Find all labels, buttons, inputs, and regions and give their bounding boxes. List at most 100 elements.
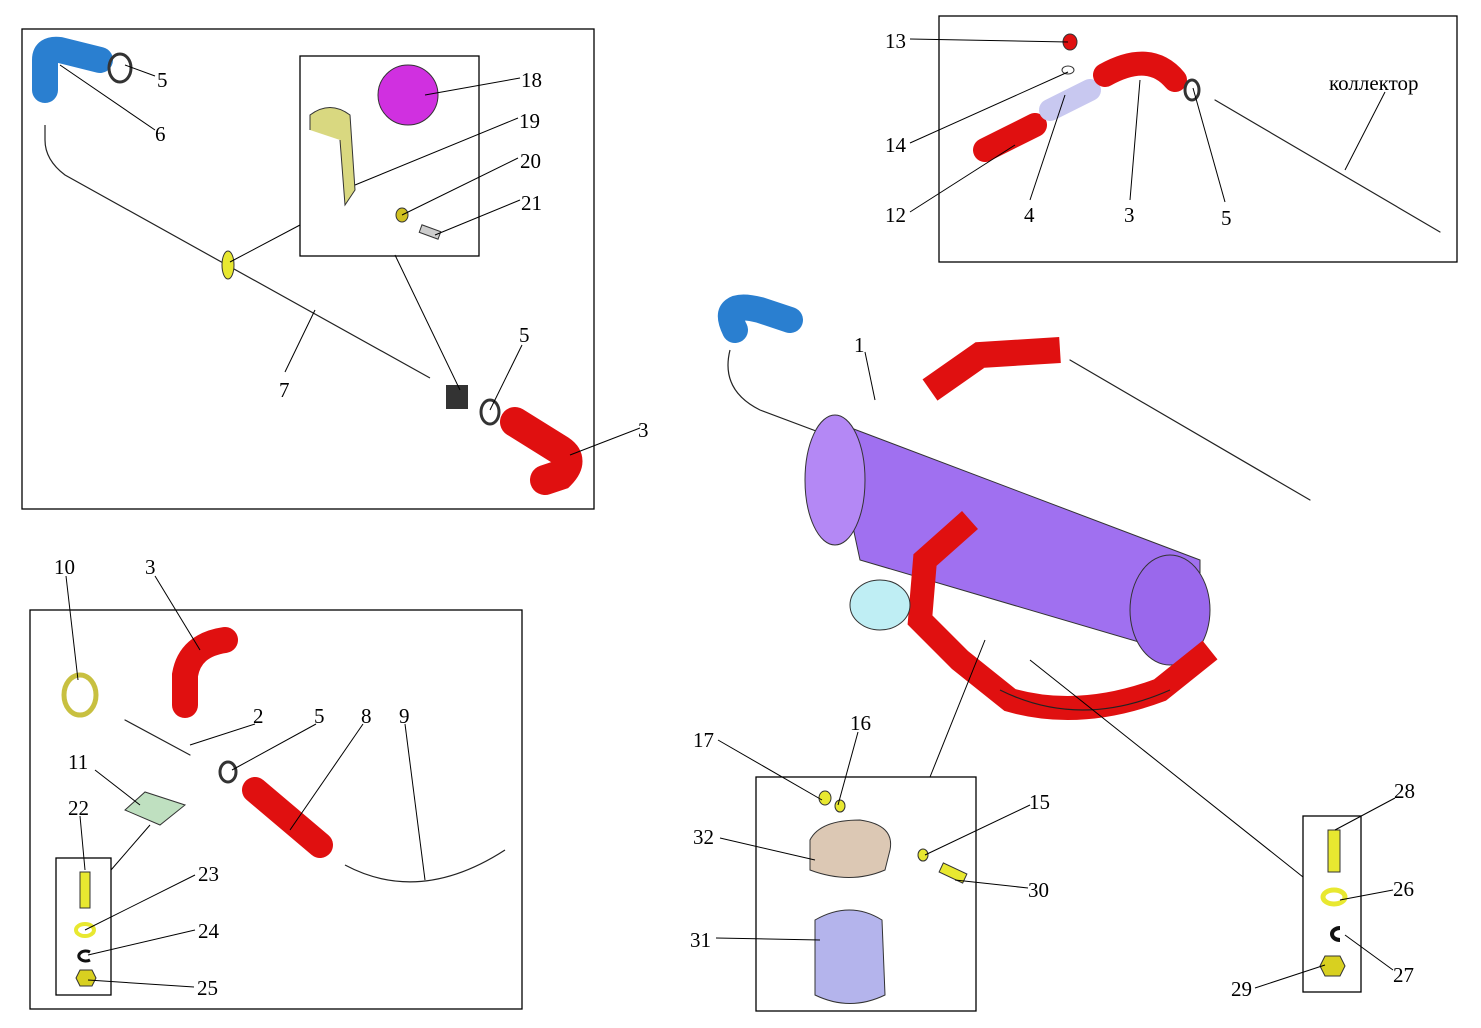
leader-line: [924, 804, 1031, 856]
leader-line: [929, 639, 986, 778]
clamp-19: [309, 107, 356, 207]
leader-line: [289, 723, 364, 831]
leader-line: [424, 77, 521, 96]
leader-line: [434, 199, 521, 236]
callout-a5: 5: [157, 68, 168, 92]
callout-b3: 3: [1124, 203, 1135, 227]
leader-line: [94, 769, 141, 806]
leader-line: [837, 731, 859, 806]
leader-line: [489, 344, 523, 411]
leader-line: [79, 815, 86, 871]
leader-line: [110, 824, 151, 871]
callout-a7: 7: [279, 378, 290, 402]
leader-line: [65, 575, 79, 681]
clamp-5d: [218, 760, 238, 784]
callout-d17: 17: [693, 728, 714, 752]
leader-line: [394, 254, 461, 391]
hose-red-3: [500, 407, 583, 495]
callout-m1: 1: [854, 333, 865, 357]
callout-b14: 14: [885, 133, 907, 157]
leader-line: [909, 38, 1069, 43]
callout-c8: 8: [361, 704, 372, 728]
sleeve-31: [814, 909, 886, 1004]
callout-a19: 19: [519, 109, 540, 133]
callout-c25: 25: [197, 976, 218, 1000]
bolt-30: [938, 862, 968, 884]
leader-line: [1344, 91, 1386, 171]
callout-d15: 15: [1029, 790, 1050, 814]
callout-e27: 27: [1393, 963, 1414, 987]
panel-heater-fasteners: [1302, 815, 1362, 993]
clamp-5: [107, 52, 133, 84]
bushing-18: [377, 64, 439, 126]
lockwasher-27: [1330, 926, 1341, 942]
callout-d32: 32: [693, 825, 714, 849]
callout-e26: 26: [1393, 877, 1414, 901]
callout-a3: 3: [638, 418, 649, 442]
washer-26: [1320, 887, 1348, 907]
callout-e29: 29: [1231, 977, 1252, 1001]
leader-line: [1129, 79, 1141, 201]
leader-line: [229, 224, 301, 263]
panel-frames: [21, 15, 1458, 1012]
leader-line: [1192, 87, 1226, 203]
callout-b4: 4: [1024, 203, 1035, 227]
leader-line: [154, 575, 201, 651]
leader-lines: [59, 38, 1396, 989]
nut-17: [818, 790, 832, 806]
callout-b13: 13: [885, 29, 906, 53]
panel-heater-clamp: [755, 776, 977, 1012]
callout-c11: 11: [68, 750, 88, 774]
leader-line: [404, 723, 426, 881]
bracket-11: [124, 791, 187, 826]
hose-blue-6: [32, 36, 113, 103]
leader-line: [354, 117, 519, 186]
leader-line: [1334, 797, 1396, 831]
leader-line: [1254, 964, 1326, 989]
leader-line: [87, 929, 196, 956]
leader-line: [1339, 889, 1394, 901]
leader-line: [1344, 934, 1394, 971]
leader-line: [189, 723, 256, 746]
leader-line: [717, 739, 823, 801]
tee-4: [1039, 79, 1101, 121]
pipe-9: [344, 849, 506, 883]
callout-d30: 30: [1028, 878, 1049, 902]
clamp-ring: [221, 250, 235, 280]
nut-25: [75, 969, 97, 987]
leader-line: [84, 874, 196, 931]
washer-15: [917, 848, 929, 862]
leader-line: [864, 351, 876, 401]
panel-exhaust-hoses: [21, 28, 595, 510]
leader-line: [59, 64, 156, 131]
callout-c22: 22: [68, 796, 89, 820]
pipe-7: [44, 125, 431, 379]
hose-red-3b: [1093, 51, 1187, 92]
hose-red-12: [973, 113, 1047, 162]
callout-b5: 5: [1221, 206, 1232, 230]
callout-d31: 31: [690, 928, 711, 952]
leader-line: [401, 157, 519, 216]
leader-line: [715, 937, 821, 941]
leader-line: [954, 879, 1029, 889]
callout-c3: 3: [145, 555, 156, 579]
panel-pump: [29, 609, 523, 1010]
clamp-10: [61, 672, 99, 718]
collector-pipe: [1214, 99, 1441, 233]
leader-line: [87, 979, 195, 988]
callout-a18: 18: [521, 68, 542, 92]
hose-red-8: [242, 777, 333, 858]
leader-line: [719, 837, 816, 861]
clamp-32: [809, 819, 892, 878]
callout-c9: 9: [399, 704, 410, 728]
washer-23: [74, 922, 96, 938]
leader-line: [909, 144, 1016, 213]
bolt-28: [1327, 829, 1341, 873]
leader-line: [231, 723, 317, 771]
leader-line: [124, 64, 156, 77]
nut-29: [1319, 955, 1346, 977]
callout-c24: 24: [198, 919, 220, 943]
leader-line: [909, 71, 1069, 144]
lockwasher-24: [77, 949, 91, 963]
bracket-clip: [446, 385, 468, 409]
